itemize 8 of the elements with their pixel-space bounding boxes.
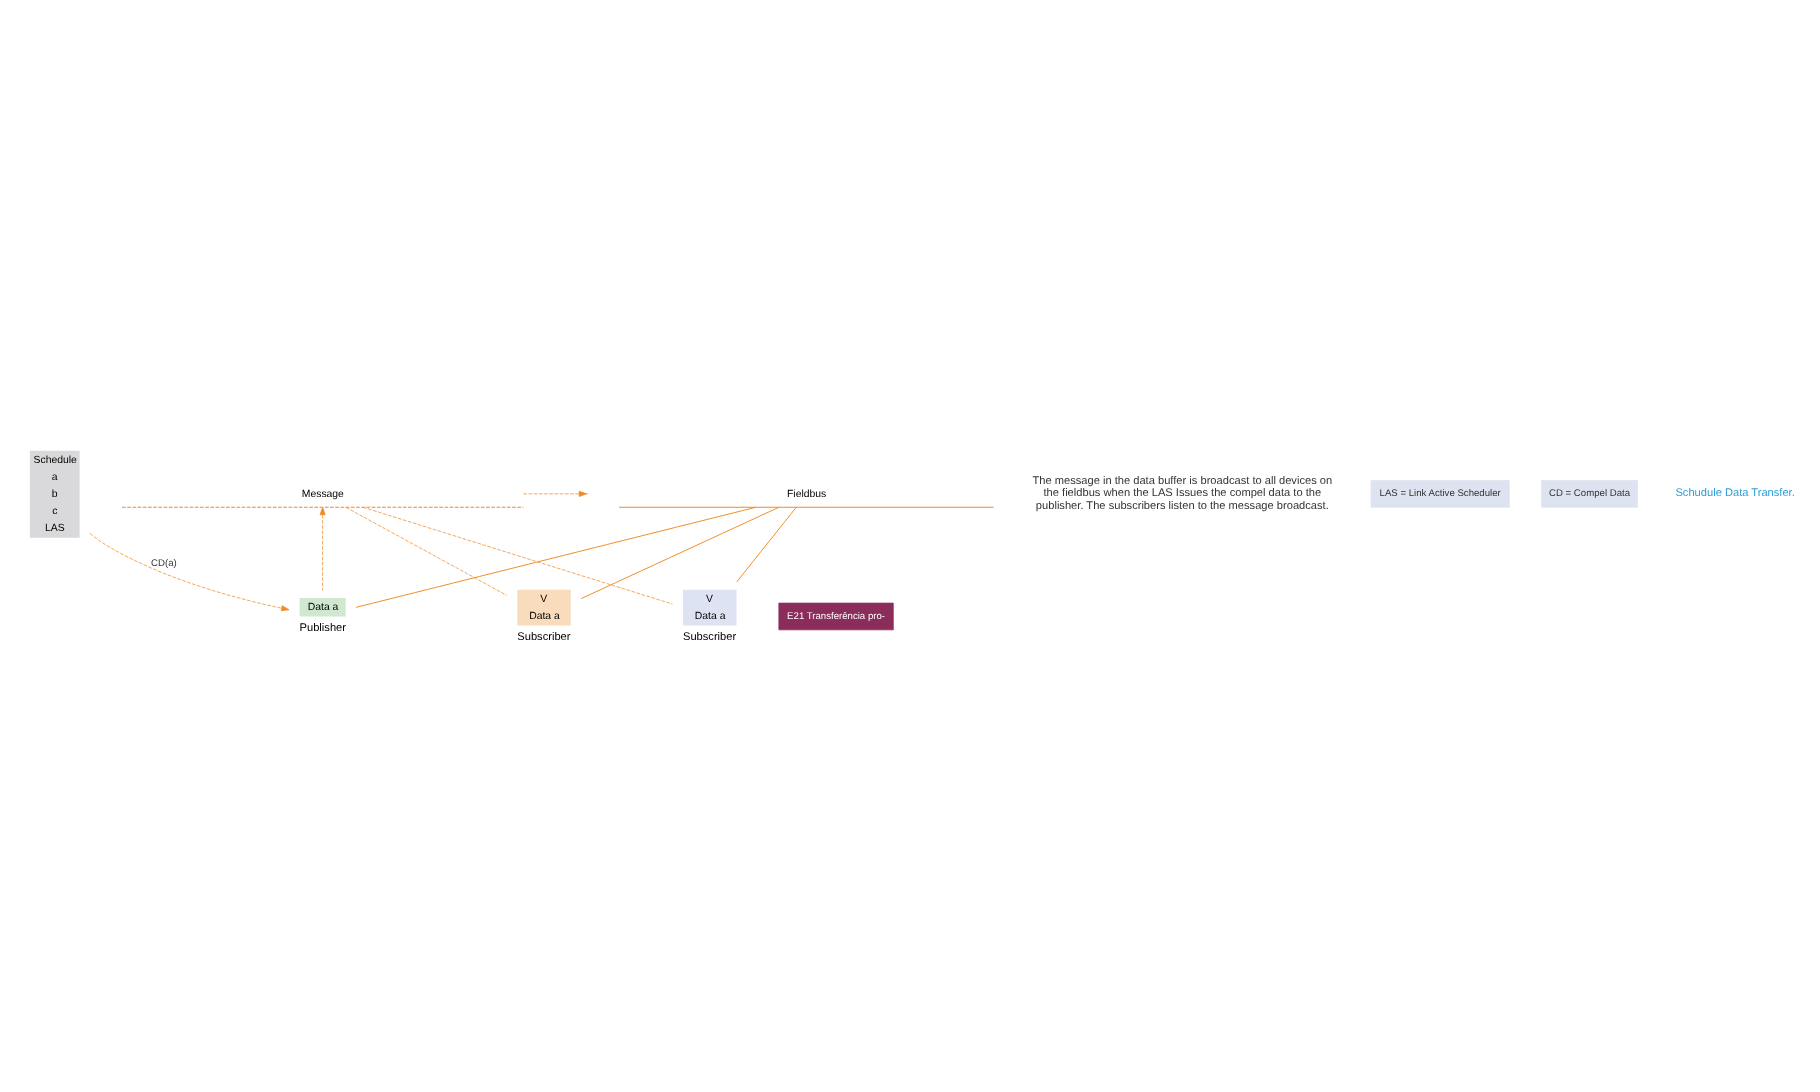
- arrow: [522, 489, 587, 496]
- connector: [736, 505, 797, 582]
- connector: [345, 506, 508, 595]
- connector: [355, 505, 757, 607]
- arrow: [89, 531, 290, 611]
- connector: [580, 505, 780, 598]
- connector: [362, 506, 673, 604]
- arrow: [319, 506, 326, 590]
